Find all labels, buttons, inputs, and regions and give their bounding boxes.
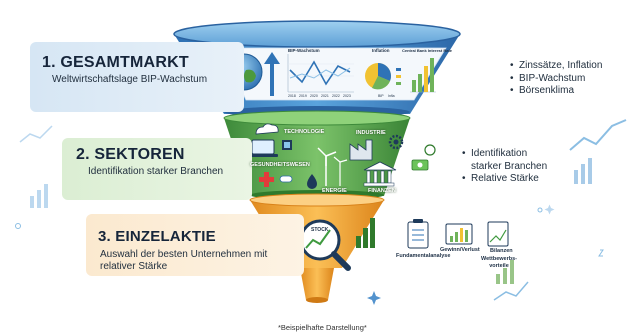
step-2-panel — [62, 138, 252, 200]
bip-year-tick: 2022 — [332, 94, 340, 98]
magnifier-icon — [299, 219, 351, 271]
analysis-label-balance-sheets: Bilanzen — [490, 248, 513, 254]
footnote: *Beispielhafte Darstellung* — [278, 323, 367, 332]
step-1-description: Weltwirtschaftslage BIP-Wachstum — [52, 74, 208, 85]
sector-label-technologie: TECHNOLOGIE — [284, 129, 325, 135]
inflation-pie-chart — [365, 63, 401, 90]
bullet-item: Zinssätze, Inflation — [510, 60, 602, 73]
step-2-title: 2. SEKTOREN — [76, 146, 185, 163]
step-2-description: Identifikation starker Branchen — [88, 166, 224, 177]
bip-year-tick: 2023 — [343, 94, 351, 98]
factory-icon — [349, 139, 373, 161]
bar-growth-icon — [356, 218, 375, 248]
step-1-panel — [30, 42, 244, 112]
oil-drop-icon — [307, 174, 317, 189]
bank-icon — [363, 161, 397, 187]
wind-turbine-icon — [317, 147, 348, 186]
gear-icon — [388, 134, 404, 150]
step-3-title: 3. EINZELAKTIE — [98, 228, 216, 245]
funnel-top-section — [173, 20, 461, 118]
interest-chart-title: Central Bank Interest Rate — [402, 48, 453, 53]
step-2-bullets: Identifikation starker Branchen Relative… — [462, 148, 548, 186]
step-1-bullets: Zinssätze, Inflation BIP-Wachstum Börsen… — [510, 60, 602, 98]
step-1-title: 1. GESAMTMARKT — [42, 54, 189, 71]
step-3-description: Auswahl der besten Unternehmen mit relat… — [100, 249, 268, 272]
inflation-legend-item: Infla — [388, 94, 395, 98]
bip-year-tick: 2018 — [288, 94, 296, 98]
arrow-up-icon — [264, 52, 280, 96]
chip-icon — [282, 140, 292, 150]
balance-sheet-icon — [487, 221, 509, 247]
inflation-legend-item: BIP — [378, 94, 384, 98]
profit-chart-icon — [445, 223, 473, 245]
magnifier-stock-label: STOCK — [311, 227, 329, 233]
medical-cross-icon — [259, 172, 274, 187]
laptop-icon — [248, 139, 278, 157]
bullet-item: Identifikation starker Branchen — [462, 148, 548, 173]
step-3-panel — [86, 214, 304, 276]
cloud-icon — [255, 123, 279, 135]
bullet-item: BIP-Wachstum — [510, 73, 602, 86]
pill-icon — [279, 175, 293, 183]
analysis-label-competitive-advantage: Wettbewerbs-vorteile — [481, 256, 517, 269]
bip-year-tick: 2020 — [310, 94, 318, 98]
bullet-item: Relative Stärke — [462, 173, 548, 186]
bullet-item: Börsenklima — [510, 85, 602, 98]
bip-line-chart — [287, 54, 354, 93]
background-decor — [15, 119, 627, 305]
sector-label-gesundheitswesen: GESUNDHEITSWESEN — [250, 162, 310, 168]
bip-year-tick: 2021 — [321, 94, 329, 98]
sector-label-industrie: INDUSTRIE — [356, 130, 386, 136]
clipboard-icon — [407, 219, 429, 249]
interest-rate-bar-chart — [410, 58, 436, 93]
bip-year-tick: 2019 — [299, 94, 307, 98]
analysis-label-fundamental: Fundamentalanalyse — [396, 253, 451, 259]
analysis-label-profit-loss: Gewinn/Verlust — [440, 247, 480, 253]
inflation-chart-title: Inflation — [372, 48, 390, 53]
bip-chart-title: BIP-Wachstum — [288, 48, 320, 53]
sector-label-finanzen: FINANZEN — [368, 188, 396, 194]
sector-label-energie: ENERGIE — [322, 188, 347, 194]
money-badge-icon — [411, 144, 436, 171]
